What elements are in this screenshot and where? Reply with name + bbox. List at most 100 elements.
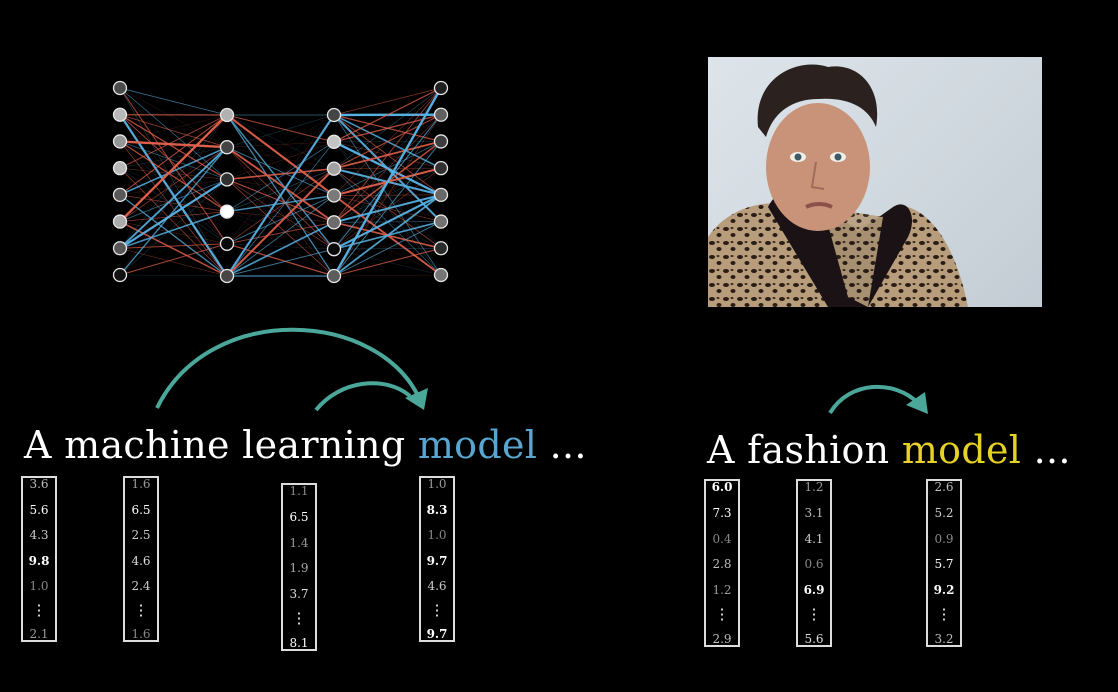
network-edge — [226, 179, 335, 277]
network-edge — [119, 114, 228, 249]
network-edge — [119, 87, 228, 212]
fashion-model-photo — [708, 57, 1042, 307]
network-edge — [226, 195, 335, 277]
vector-entry: 4.6 — [427, 579, 447, 593]
network-node — [326, 215, 342, 230]
network-edge — [226, 167, 335, 277]
network-node — [112, 267, 128, 283]
network-node — [219, 140, 235, 155]
vector-entry: ⋮ — [31, 600, 47, 619]
network-edge — [119, 179, 228, 276]
network-edge — [333, 114, 442, 277]
network-edge — [119, 194, 228, 277]
vector-entry: 0.4 — [712, 531, 732, 546]
vector-entry: 9.2 — [933, 583, 955, 598]
vector-entry: 6.9 — [803, 583, 825, 598]
embedding-vector-learning: 1.1 6.5 1.4 1.9 3.7 ⋮ 8.1 — [281, 483, 317, 651]
network-edge — [119, 114, 228, 212]
embedding-vector-model-ml: 1.0 8.3 1.0 9.7 4.6 ⋮ 9.7 — [419, 476, 455, 642]
vector-entry: 5.7 — [934, 557, 954, 572]
network-node — [326, 161, 342, 176]
network-edge — [226, 141, 335, 244]
network-edge — [226, 211, 335, 223]
word-model-ml: model — [417, 423, 538, 467]
network-edge — [226, 248, 335, 277]
vector-entry: 2.4 — [131, 579, 151, 593]
network-edge — [119, 146, 228, 222]
network-node — [326, 134, 342, 149]
word-model-fashion: model — [901, 428, 1022, 472]
vector-entry: 3.2 — [934, 631, 954, 646]
sentence-ml-prefix: A machine learning — [24, 423, 406, 467]
network-edge — [226, 211, 335, 250]
vector-entry: 9.7 — [426, 627, 448, 641]
network-edge — [226, 146, 335, 224]
network-node — [433, 214, 449, 229]
vector-entry: 1.0 — [29, 579, 49, 593]
vector-entry: 1.6 — [131, 477, 151, 491]
embedding-vector-machine: 1.6 6.5 2.5 4.6 2.4 ⋮ 1.6 — [123, 476, 159, 642]
vector-entry: 5.6 — [804, 631, 824, 646]
network-edge — [333, 193, 442, 251]
network-edge — [119, 114, 228, 142]
network-edge — [226, 179, 335, 250]
network-node — [219, 172, 235, 187]
network-node — [326, 268, 342, 284]
network-node — [326, 242, 342, 257]
network-edge — [119, 114, 228, 223]
arrow-fashion — [828, 384, 920, 415]
network-node — [219, 268, 235, 284]
network-node — [433, 241, 449, 256]
network-edge — [226, 147, 335, 277]
vector-entry: 2.1 — [29, 627, 49, 641]
network-edge — [119, 221, 228, 245]
network-edge — [119, 179, 228, 196]
network-edge — [119, 87, 228, 148]
embedding-vector-model-fashion: 2.6 5.2 0.9 5.7 9.2 ⋮ 3.2 — [926, 479, 962, 647]
network-edge — [226, 168, 335, 245]
network-edge — [119, 167, 228, 180]
network-edge — [333, 168, 442, 277]
vector-entry: 2.9 — [712, 631, 732, 646]
network-node — [112, 80, 128, 96]
network-edge — [119, 146, 228, 249]
network-node — [433, 107, 449, 122]
network-nodes — [112, 80, 449, 284]
network-edge — [119, 178, 228, 250]
vector-entry: 6.5 — [289, 509, 309, 524]
network-edge — [333, 87, 442, 143]
vector-entry: 1.9 — [289, 561, 309, 576]
network-edge — [226, 221, 335, 245]
network-node-active — [219, 204, 235, 219]
network-edge — [226, 168, 335, 212]
network-edge — [119, 146, 228, 276]
network-edge — [333, 194, 442, 277]
network-edge — [226, 178, 335, 223]
network-edge — [333, 87, 442, 223]
embedding-vector-a-fashion: 6.0 7.3 0.4 2.8 1.2 ⋮ 2.9 — [704, 479, 740, 647]
network-edge — [119, 141, 228, 277]
vector-entry: 1.4 — [289, 535, 309, 550]
network-edge — [226, 141, 335, 148]
network-node — [433, 267, 449, 283]
vector-entry: 1.0 — [427, 528, 447, 542]
network-edge — [226, 114, 335, 197]
sentence-fashion-model: A fashion model ... — [707, 428, 1071, 472]
network-edges — [119, 87, 443, 277]
network-edge — [333, 114, 442, 223]
vector-entry: 5.6 — [29, 502, 49, 517]
network-edge — [119, 114, 228, 196]
arrow-head-fashion — [906, 392, 928, 414]
network-edge — [226, 141, 335, 277]
arrow-short-ml — [314, 381, 412, 412]
network-edge — [119, 114, 228, 244]
vector-entry: ⋮ — [714, 605, 730, 624]
vector-entry: 4.6 — [131, 553, 151, 568]
network-node — [326, 107, 342, 123]
vector-entry: 5.2 — [934, 505, 954, 520]
network-edge — [226, 114, 335, 250]
network-edge — [226, 114, 335, 277]
network-edge — [119, 194, 228, 244]
network-edge — [119, 211, 228, 276]
network-edge — [119, 114, 228, 148]
